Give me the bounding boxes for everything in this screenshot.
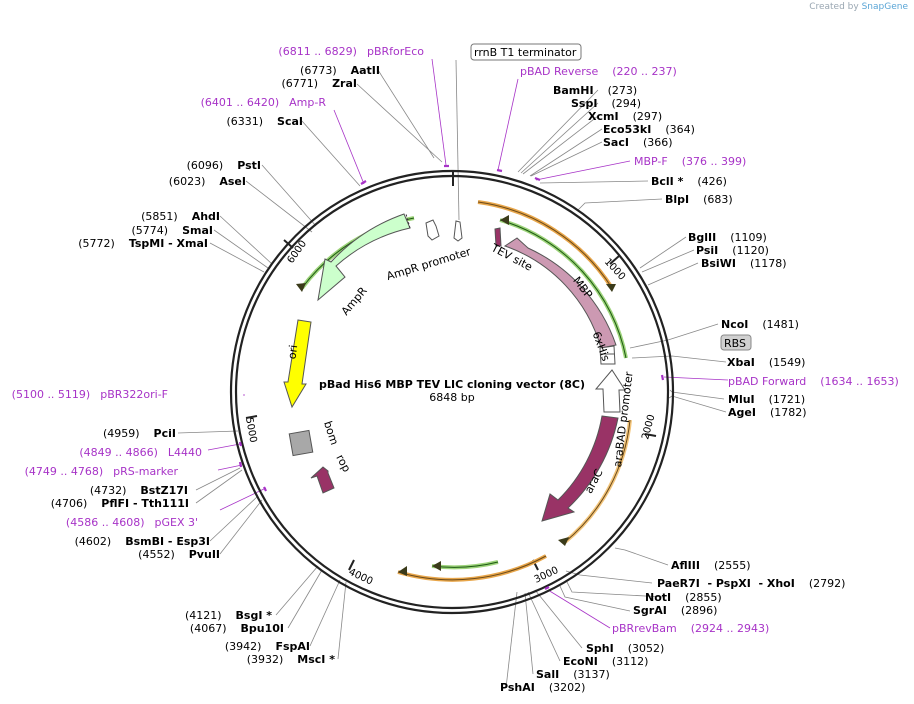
enzyme-label: (4602)BsmBI - Esp3I <box>75 535 210 548</box>
enzyme-label: PaeR7I - PspXI - XhoI(2792) <box>657 577 845 590</box>
primer-label: (4749 .. 4768)pRS-marker <box>25 465 179 478</box>
enzyme-label: AflIII(2555) <box>671 559 751 572</box>
orf-arc-mbp-green-line <box>499 219 627 359</box>
tick-label-4000: 4000 <box>347 567 375 588</box>
arac-feature-arrow <box>541 415 619 522</box>
ampr-feature-arrow <box>317 213 411 302</box>
plasmid-size: 6848 bp <box>429 391 474 404</box>
enzyme-label: NcoI(1481) <box>721 318 799 331</box>
enzyme-label: (4067)Bpu10I <box>190 622 284 635</box>
right-enzyme-labels: BamHI(273) SspI(294) XcmI(297) Eco53kI(3… <box>500 84 845 694</box>
primer-connector-lines <box>207 58 729 629</box>
snapgene-watermark: Created by SnapGene <box>809 2 908 12</box>
enzyme-label: (4959)PciI <box>103 427 176 440</box>
enzyme-label: BsiWI(1178) <box>701 257 787 270</box>
enzyme-label: NotI(2855) <box>645 591 722 604</box>
rbs-box <box>720 334 752 351</box>
enzyme-label: (4552)PvuII <box>138 548 220 561</box>
terminator-box <box>470 43 582 61</box>
ampr-promoter-label: AmpR promoter <box>385 245 473 283</box>
orf-arc-arac-orange-line <box>564 419 631 543</box>
enzyme-label: MluI(1721) <box>728 393 805 406</box>
enzyme-label: SalI(3137) <box>536 668 610 681</box>
primer-label: pBRrevBam(2924 .. 2943) <box>612 622 769 635</box>
enzyme-label: BlpI(683) <box>665 193 733 206</box>
enzyme-label: (6023)AseI <box>169 175 246 188</box>
primer-label: (5100 .. 5119)pBR322ori-F <box>12 388 168 401</box>
enzyme-label: BclI *(426) <box>651 175 727 188</box>
enzyme-label: PsiI(1120) <box>696 244 769 257</box>
enzyme-label: (3932)MscI * <box>247 653 336 666</box>
ori-label: ori <box>286 344 301 360</box>
primer-label: (4586 .. 4608)pGEX 3' <box>66 516 198 529</box>
ampr-dashed-divider <box>405 213 411 229</box>
bom-feature-box <box>288 429 314 457</box>
primer-label: MBP-F(376 .. 399) <box>634 155 746 168</box>
plasmid-title: pBad His6 MBP TEV LIC cloning vector (8C… <box>319 378 585 391</box>
plasmid-backbone-outer <box>229 169 675 615</box>
enzyme-label: (3942)FspAI <box>225 640 310 653</box>
enzyme-label: EcoNI(3112) <box>563 655 648 668</box>
enzyme-label: (6096)PstI <box>187 159 261 172</box>
enzyme-label: PshAI(3202) <box>500 681 585 694</box>
primer-label: (4849 .. 4866)L4440 <box>79 446 202 459</box>
orf-arc-mbp-outer-line <box>477 201 613 289</box>
enzyme-label: BglII(1109) <box>688 231 767 244</box>
enzyme-label: SspI(294) <box>571 97 641 110</box>
ori-feature-arrow <box>283 319 312 409</box>
bom-label: bom <box>321 419 341 446</box>
ampr-label: AmpR <box>339 284 370 318</box>
enzyme-label: SphI(3052) <box>586 642 664 655</box>
enzyme-label: (6331)ScaI <box>226 115 303 128</box>
arabad-promoter-arrow <box>594 369 626 413</box>
rrnb-terminator-glyph <box>453 220 463 242</box>
enzyme-label: XcmI(297) <box>588 110 662 123</box>
enzyme-label: (6771)ZraI <box>282 77 358 90</box>
orf-arc-bottom-orange-line <box>397 555 547 581</box>
enzyme-label: SacI(366) <box>603 136 673 149</box>
primer-labels: (6811 .. 6829)pBRforEco (6401 .. 6420)Am… <box>12 45 899 635</box>
orf-arrowheads <box>296 215 616 576</box>
enzyme-label: (5772)TspMI - XmaI <box>78 237 208 250</box>
primer-label: (6811 .. 6829)pBRforEco <box>278 45 424 58</box>
tev-site-arrow <box>494 227 502 247</box>
enzyme-label: Eco53kI(364) <box>603 123 695 136</box>
rop-label: rop <box>333 452 353 474</box>
terminator-label: rrnB T1 terminator <box>474 46 577 59</box>
rbs-label: RBS <box>724 337 746 350</box>
rop-feature-arrow <box>310 466 335 494</box>
enzyme-label: SgrAI(2896) <box>633 604 717 617</box>
enzyme-label: (4121)BsgI * <box>185 609 272 622</box>
enzyme-label: (4706)PflFI - Tth111I <box>51 497 189 510</box>
tick-label-5000: 5000 <box>243 417 258 444</box>
tick-marks <box>245 172 657 571</box>
left-enzyme-labels: (6773)AatII (6771)ZraI (6331)ScaI (6096)… <box>51 64 380 666</box>
enzyme-label: AgeI(1782) <box>728 406 807 419</box>
primer-label: pBAD Reverse(220 .. 237) <box>520 65 677 78</box>
enzyme-label: BamHI(273) <box>553 84 637 97</box>
primer-marks <box>238 164 665 590</box>
ampr-promoter-arrow <box>425 219 440 241</box>
primer-label: (6401 .. 6420)Amp-R <box>201 96 327 109</box>
enzyme-label: (5774)SmaI <box>132 224 213 237</box>
connector-lines <box>177 59 727 689</box>
enzyme-label: (4732)BstZ17I <box>90 484 188 497</box>
primer-label: pBAD Forward(1634 .. 1653) <box>728 375 899 388</box>
his-tag-box <box>599 345 616 365</box>
enzyme-label: (5851)AhdI <box>141 210 220 223</box>
enzyme-label: XbaI(1549) <box>727 356 805 369</box>
enzyme-label: (6773)AatII <box>300 64 380 77</box>
